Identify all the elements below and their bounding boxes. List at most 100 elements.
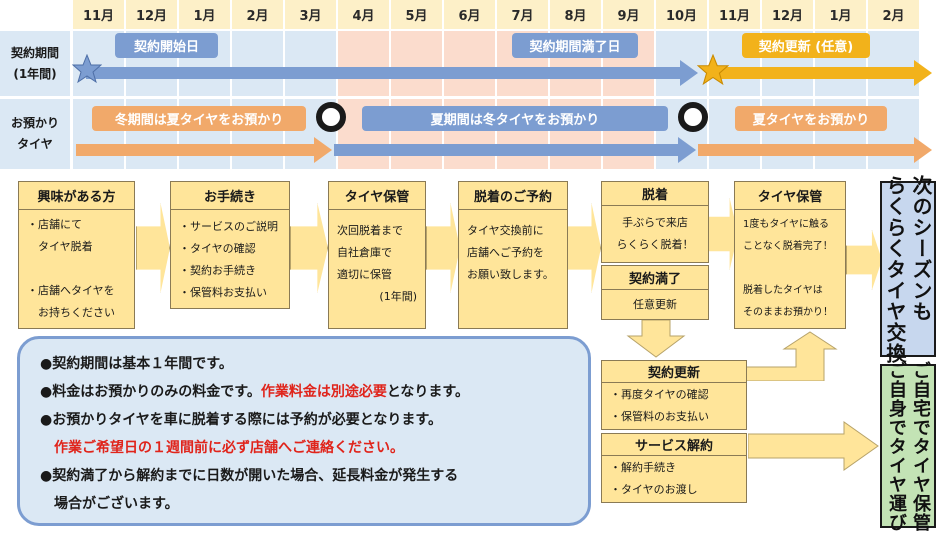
flow-box-procedure: お手続き ・サービスのご説明 ・タイヤの確認 ・契約お手続き ・保管料お支払い [170,181,290,309]
flow-down-arrow [626,320,686,358]
flow-box-storage-line: 適切に保管 [337,268,392,281]
flow-box-reserve-line: タイヤ交換前に [467,224,544,237]
contract-row-label-line2: (1年間) [13,66,57,81]
flow-box-reserve-title: 脱着のご予約 [459,182,567,210]
flow-box-cancel-line: ・解約手続き [610,461,676,474]
flow-box-procedure-line: ・サービスのご説明 [179,220,278,233]
flow-box-expire: 契約満了 任意更新 [601,265,709,320]
contract-row-label: 契約期間 (1年間) [0,31,70,96]
note-fee-part3: となります。 [386,384,470,400]
contract-row-band [338,31,389,96]
tire-winter-pill: 冬期間は夏タイヤをお預かり [92,106,306,131]
next-season-box: 次のシーズンも らくらくタイヤ交換 [880,175,936,364]
flow-box-storage2-line: ことなく脱着完了！ [743,241,833,252]
note-extension-cont: 場合がございます。 [54,496,179,512]
flow-box-storage-body: 次回脱着まで 自社倉庫で 適切に保管 (1年間) [337,220,421,308]
month-label: 10月 [656,0,707,29]
flow-box-storage2-line: 1度もタイヤに触る [743,219,830,230]
flow-arrow-4 [567,203,601,293]
flow-box-storage2-title: タイヤ保管 [735,182,845,210]
flow-box-swap-line: らくらく脱着！ [616,238,694,251]
contract-row-band [232,31,283,96]
month-label: 8月 [550,0,601,29]
flow-box-storage2-line: 脱着したタイヤは [743,285,823,296]
flow-box-renew-line: ・再度タイヤの確認 [610,388,709,401]
flow-box-interest-line: ・店舗へタイヤを [27,284,115,297]
flow-box-storage-line: 自社倉庫で [337,246,392,259]
month-label: 5月 [391,0,442,29]
flow-box-cancel-line: ・タイヤのお渡し [610,483,698,496]
note-fee-part1: ●料金はお預かりのみの料金です。 [40,384,261,400]
contract-row-label-line1: 契約期間 [10,45,59,60]
flow-box-swap-line: 手ぶらで来店 [622,216,688,229]
flow-box-procedure-line: ・保管料お支払い [179,286,267,299]
month-label: 9月 [603,0,654,29]
flow-box-cancel-title: サービス解約 [602,434,746,456]
flow-box-renew: 契約更新 ・再度タイヤの確認 ・保管料のお支払い [601,360,747,430]
month-label: 1月 [815,0,866,29]
flow-arrow-3 [426,203,460,293]
tire-winter-arrow [76,137,332,163]
note-fee-extra: 作業料金は別途必要 [260,384,387,400]
flow-box-storage2-line [743,258,841,280]
flow-up-arrow [736,331,838,381]
tire-row-label: お預かり タイヤ [0,99,70,169]
flow-box-cancel-body: ・解約手続き ・タイヤのお渡し [610,457,742,501]
tire-next-pill: 夏タイヤをお預かり [735,106,887,131]
month-label: 1月 [179,0,230,29]
flow-box-expire-body: 任意更新 [606,294,704,316]
flow-box-swap-title: 脱着 [602,182,708,206]
flow-cancel-arrow [748,421,879,471]
tire-swap-marker-march [316,102,346,132]
flow-box-storage2-body: 1度もタイヤに触る ことなく脱着完了！ 脱着したタイヤは そのままお預かり！ [743,214,841,324]
contract-renew-arrow [716,60,932,86]
flow-box-storage-title: タイヤ保管 [329,182,425,210]
month-label: 3月 [285,0,336,29]
flow-box-interest-line: ・店舗にて [27,218,82,231]
flow-box-procedure-title: お手続き [171,182,289,210]
contract-renew-star-icon [697,54,729,86]
flow-box-expire-title: 契約満了 [602,266,708,290]
tire-summer-pill: 夏期間は冬タイヤをお預かり [362,106,668,131]
flow-box-interest-line [27,258,130,280]
tire-row-label-line2: タイヤ [17,137,53,151]
flow-box-reserve-body: タイヤ交換前に 店舗へご予約を お願い致します。 [467,220,563,286]
flow-box-storage2: タイヤ保管 1度もタイヤに触る ことなく脱着完了！ 脱着したタイヤは そのままお… [734,181,846,329]
flow-box-reserve: 脱着のご予約 タイヤ交換前に 店舗へご予約を お願い致します。 [458,181,568,329]
contract-row-band [444,31,495,96]
flow-arrow-2 [290,203,328,293]
notes-panel: ●契約期間は基本１年間です。 ●料金はお預かりのみの料金です。作業料金は別途必要… [17,336,591,526]
flow-box-swap-body: 手ぶらで来店 らくらく脱着！ [606,212,704,256]
flow-box-renew-line: ・保管料のお支払い [610,410,709,423]
flow-box-storage: タイヤ保管 次回脱着まで 自社倉庫で 適切に保管 (1年間) [328,181,426,329]
flow-box-interest-line: タイヤ脱着 [27,240,93,253]
flow-box-interest-line: お持ちください [27,306,115,319]
contract-start-star-icon [72,54,102,84]
tire-row-label-line1: お預かり [10,116,59,130]
contract-row-band [285,31,336,96]
month-label: 11月 [73,0,124,29]
month-label: 12月 [126,0,177,29]
flow-arrow-6 [846,230,882,290]
contract-end-pill: 契約期間満了日 [512,33,638,58]
month-label: 2月 [868,0,919,29]
contract-period-arrow [86,60,698,86]
flow-box-procedure-line: ・タイヤの確認 [179,242,256,255]
flow-box-storage-line: 次回脱着まで [337,224,403,237]
flow-box-reserve-line: お願い致します。 [467,268,554,281]
note-reservation: ●お預かりタイヤを車に脱着する際には予約が必要となります。 [40,412,442,428]
contract-renew-pill: 契約更新 (任意) [742,33,870,58]
flow-box-reserve-line: 店舗へご予約を [467,246,544,259]
flow-box-swap: 脱着 手ぶらで来店 らくらく脱着！ [601,181,709,263]
month-label: 6月 [444,0,495,29]
flow-arrow-1 [136,203,170,293]
note-fee: ●料金はお預かりのみの料金です。作業料金は別途必要となります。 [40,381,469,401]
note-contact: 作業ご希望日の１週間前に必ず店舗へご連絡ください。 [54,440,404,456]
flow-box-interest: 興味がある方 ・店舗にて タイヤ脱着 ・店舗へタイヤを お持ちください [18,181,135,329]
flow-box-renew-title: 契約更新 [602,361,746,383]
flow-box-interest-body: ・店舗にて タイヤ脱着 ・店舗へタイヤを お持ちください [27,214,130,324]
tire-summer-arrow [334,137,696,163]
month-label: 11月 [709,0,760,29]
contract-start-pill: 契約開始日 [115,33,218,58]
note-extension: ●契約満了から解約までに日数が開いた場合、延長料金が発生する [40,468,459,484]
